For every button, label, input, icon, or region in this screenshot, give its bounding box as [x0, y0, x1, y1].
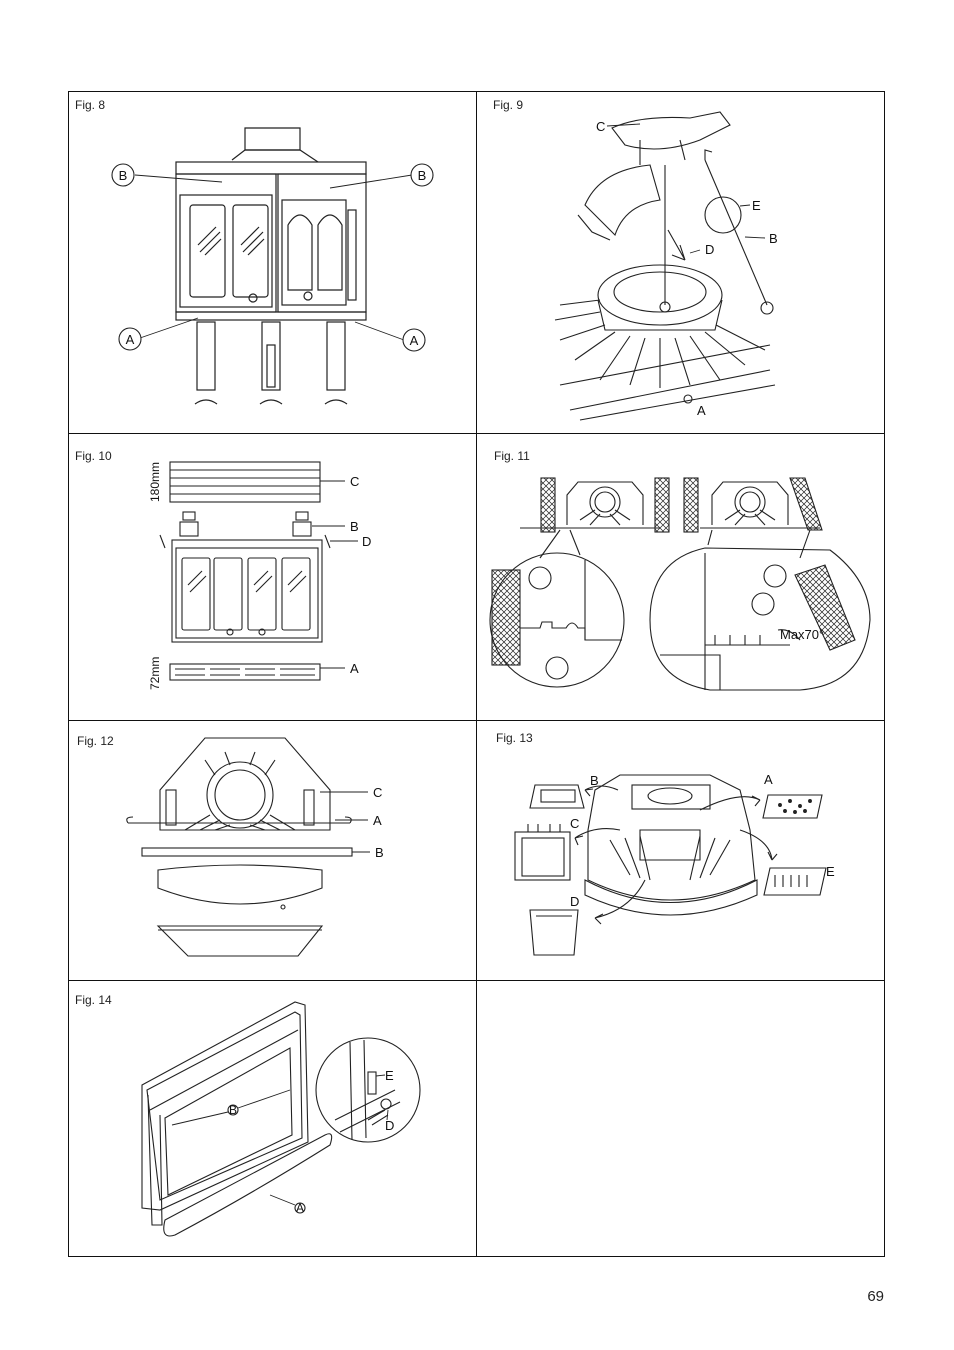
grid-divider-row-3	[68, 980, 885, 981]
grid-divider-row-1	[68, 433, 885, 434]
page-number: 69	[867, 1288, 884, 1305]
fig14-label: Fig. 14	[75, 993, 112, 1007]
fig11-label: Fig. 11	[494, 449, 530, 463]
fig13-label: Fig. 13	[496, 731, 533, 745]
grid-divider-row-2	[68, 720, 885, 721]
fig10-label: Fig. 10	[75, 449, 112, 463]
fig9-label: Fig. 9	[493, 98, 524, 112]
fig8-label: Fig. 8	[75, 98, 106, 112]
fig12-label: Fig. 12	[77, 734, 114, 748]
grid-divider-vertical	[476, 91, 477, 1257]
